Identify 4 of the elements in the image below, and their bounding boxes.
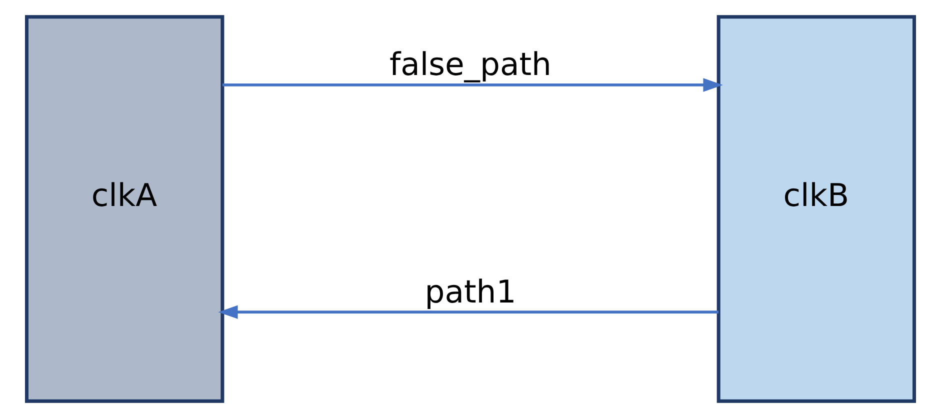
edge-label: false_path (389, 47, 551, 84)
arrow (218, 305, 718, 319)
edge-label: path1 (424, 274, 516, 310)
arrow (222, 78, 722, 92)
